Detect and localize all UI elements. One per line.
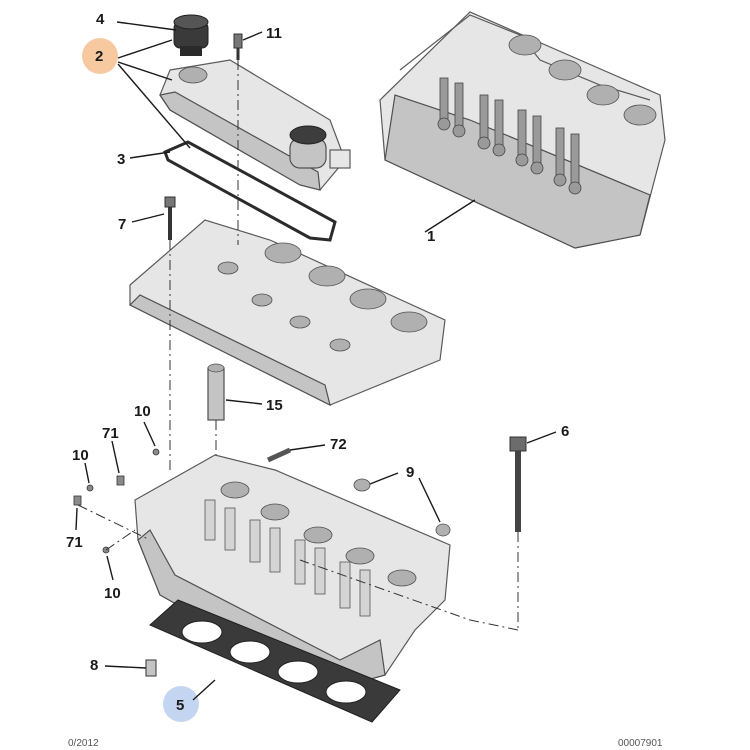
label-10b: 10 (72, 447, 89, 464)
label-9: 9 (406, 464, 414, 481)
label-1: 1 (427, 228, 435, 245)
valve-cover (159, 59, 351, 191)
plug-b (435, 523, 451, 537)
label-7: 7 (118, 216, 126, 233)
label-10c: 10 (104, 585, 121, 602)
cylinder-head-assembly (379, 11, 666, 249)
cover-screw (233, 33, 243, 60)
valve-cover-gasket (163, 140, 337, 242)
label-72: 72 (330, 436, 347, 453)
camshaft-carrier (128, 219, 446, 407)
highlight-orange (82, 38, 118, 74)
label-8: 8 (90, 657, 98, 674)
head-gasket (149, 599, 401, 723)
label-5: 5 (176, 697, 184, 714)
label-3: 3 (117, 151, 125, 168)
plug-a (353, 478, 371, 492)
oil-filler-cap (173, 14, 209, 56)
highlight-blue (163, 686, 199, 722)
footer-date: 0/2012 (68, 738, 99, 749)
sleeve (207, 363, 225, 421)
head-bolt (509, 436, 527, 532)
label-15: 15 (266, 397, 283, 414)
bolt-7 (164, 196, 176, 240)
leader-lines (75, 21, 557, 701)
dowel-8 (145, 659, 157, 677)
label-71b: 71 (66, 534, 83, 551)
label-10a: 10 (134, 403, 151, 420)
label-2: 2 (95, 48, 103, 65)
label-71a: 71 (102, 425, 119, 442)
alignment-lines (77, 60, 519, 631)
footer-ref: 00007901 (618, 738, 663, 749)
label-4: 4 (96, 11, 105, 28)
part-labels: 4 2 3 11 7 1 15 10 71 72 6 10 9 71 10 8 … (66, 11, 569, 714)
stud (266, 447, 292, 463)
label-6: 6 (561, 423, 569, 440)
label-11: 11 (266, 25, 282, 42)
